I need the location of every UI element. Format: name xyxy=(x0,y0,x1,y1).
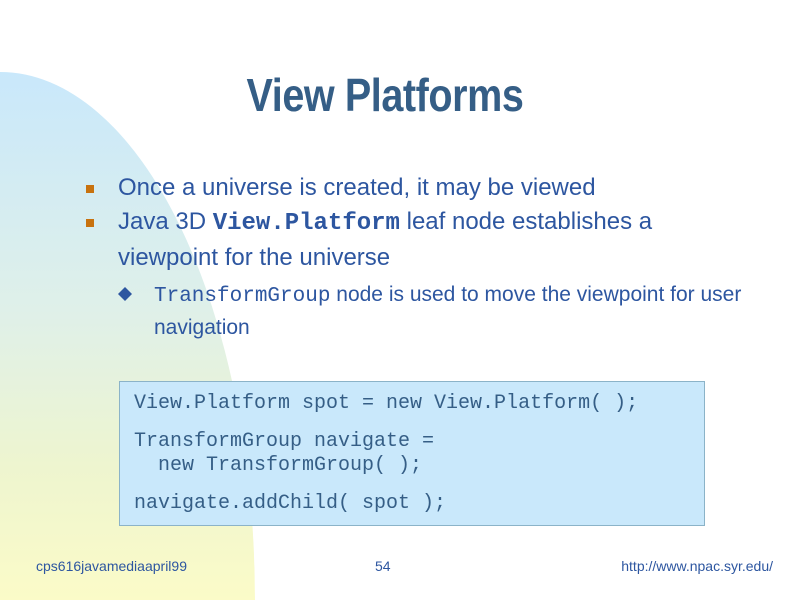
bullet-text: Once a universe is created, it may be vi… xyxy=(118,174,596,201)
bullet-code: View.Platform xyxy=(212,210,400,237)
code-line-4: navigate.addChild( spot ); xyxy=(134,492,447,515)
bullet-item-2: Java 3D View.Platform leaf node establis… xyxy=(86,205,766,275)
code-block: View.Platform spot = new View.Platform( … xyxy=(119,381,705,526)
sub-bullet-code: TransformGroup xyxy=(154,285,331,308)
code-line-3: new TransformGroup( ); xyxy=(134,454,423,477)
bullet-item-1: Once a universe is created, it may be vi… xyxy=(86,171,766,205)
footer-course-label: cps616javamediaapril99 xyxy=(36,558,187,574)
square-bullet-icon xyxy=(86,185,94,193)
diamond-bullet-icon xyxy=(118,287,132,301)
bullet-text-continuation: viewpoint for the universe xyxy=(118,244,391,271)
code-line-1: View.Platform spot = new View.Platform( … xyxy=(134,392,639,415)
footer-page-number: 54 xyxy=(375,558,391,574)
code-line-2: TransformGroup navigate = xyxy=(134,430,435,453)
sub-bullet-continuation: for user navigation xyxy=(154,283,742,339)
bullet-list: Once a universe is created, it may be vi… xyxy=(86,171,766,343)
square-bullet-icon xyxy=(86,219,94,227)
sub-bullet-item: TransformGroup node is used to move the … xyxy=(118,279,766,343)
bullet-text-post: leaf node establishes a xyxy=(399,208,653,235)
bullet-text-pre: Java 3D xyxy=(118,208,213,235)
sub-bullet-text-post: node is used to move the viewpoint xyxy=(330,283,665,306)
footer-url-link[interactable]: http://www.npac.syr.edu/ xyxy=(621,558,773,574)
slide-title: View Platforms xyxy=(246,69,524,121)
